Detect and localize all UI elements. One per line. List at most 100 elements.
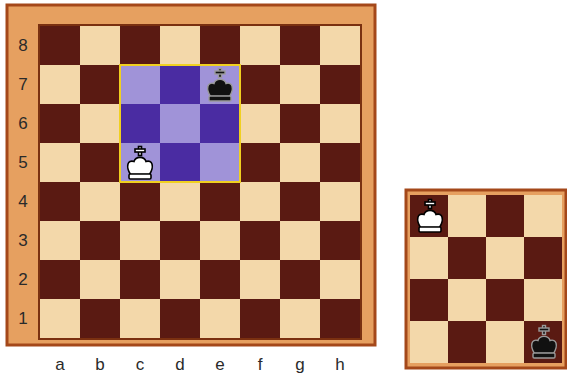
board-square <box>40 143 80 182</box>
board-square <box>160 299 200 338</box>
board-square <box>240 182 280 221</box>
board-square <box>280 104 320 143</box>
board-square <box>80 143 120 182</box>
board-square <box>448 321 486 363</box>
board-square <box>240 299 280 338</box>
file-label: f <box>258 356 263 373</box>
file-label: h <box>335 356 344 373</box>
board-square <box>486 237 524 279</box>
board-square <box>320 299 360 338</box>
board-square <box>280 260 320 299</box>
board-square <box>160 143 200 182</box>
board-square <box>280 26 320 65</box>
board-square <box>240 26 280 65</box>
board-square <box>80 65 120 104</box>
black-king <box>208 69 233 102</box>
board-square <box>120 260 160 299</box>
board-square <box>80 221 120 260</box>
board-square <box>200 260 240 299</box>
board-square <box>200 299 240 338</box>
board-square <box>240 104 280 143</box>
board-square <box>320 221 360 260</box>
board-square <box>160 260 200 299</box>
rank-label: 3 <box>18 232 27 249</box>
rank-label: 6 <box>18 115 27 132</box>
board-square <box>120 182 160 221</box>
board-square <box>448 237 486 279</box>
board-square <box>200 221 240 260</box>
board-square <box>320 65 360 104</box>
board-square <box>486 195 524 237</box>
small-board-squares <box>410 195 562 363</box>
board-square <box>486 279 524 321</box>
board-square <box>410 279 448 321</box>
white-king <box>418 200 443 233</box>
highlight-outline <box>120 65 240 182</box>
board-square <box>524 195 562 237</box>
board-square <box>486 321 524 363</box>
board-square <box>240 65 280 104</box>
board-square <box>200 26 240 65</box>
file-label: b <box>95 356 104 373</box>
board-square <box>320 143 360 182</box>
board-square <box>80 260 120 299</box>
board-square <box>410 237 448 279</box>
white-king <box>128 147 153 180</box>
board-square <box>240 221 280 260</box>
board-square <box>120 299 160 338</box>
board-frame <box>7 5 375 345</box>
board-square <box>80 104 120 143</box>
board-square <box>240 260 280 299</box>
board-square <box>120 104 160 143</box>
rank-label: 8 <box>18 37 27 54</box>
board-square <box>320 260 360 299</box>
board-square <box>80 182 120 221</box>
board-square <box>410 321 448 363</box>
board-square <box>524 321 562 363</box>
board-square <box>200 143 240 182</box>
board-square <box>160 221 200 260</box>
board-square <box>320 104 360 143</box>
board-square <box>200 65 240 104</box>
board-edge <box>39 25 361 339</box>
board-square <box>280 299 320 338</box>
board-square <box>200 104 240 143</box>
board-square <box>320 26 360 65</box>
board-square <box>200 182 240 221</box>
board-square <box>280 221 320 260</box>
board-square <box>448 195 486 237</box>
board-square <box>40 26 80 65</box>
rank-label: 4 <box>18 193 27 210</box>
board-squares <box>40 26 360 338</box>
board-square <box>120 143 160 182</box>
rank-label: 2 <box>18 271 27 288</box>
board-square <box>120 65 160 104</box>
black-king <box>532 326 557 359</box>
board-square <box>160 104 200 143</box>
board-square <box>120 221 160 260</box>
file-label: d <box>175 356 184 373</box>
small-board-frame <box>406 190 566 368</box>
board-square <box>40 65 80 104</box>
board-square <box>40 221 80 260</box>
rank-label: 7 <box>18 76 27 93</box>
rank-label: 5 <box>18 154 27 171</box>
board-square <box>80 299 120 338</box>
board-square <box>40 104 80 143</box>
board-square <box>524 279 562 321</box>
file-label: a <box>55 356 64 373</box>
board-square <box>280 143 320 182</box>
board-square <box>448 279 486 321</box>
board-square <box>160 182 200 221</box>
board-square <box>120 26 160 65</box>
rank-label: 1 <box>18 310 27 327</box>
board-square <box>160 26 200 65</box>
board-square <box>280 182 320 221</box>
file-label: e <box>215 356 224 373</box>
board-square <box>160 65 200 104</box>
file-label: g <box>295 356 304 373</box>
board-square <box>320 182 360 221</box>
board-square <box>410 195 448 237</box>
